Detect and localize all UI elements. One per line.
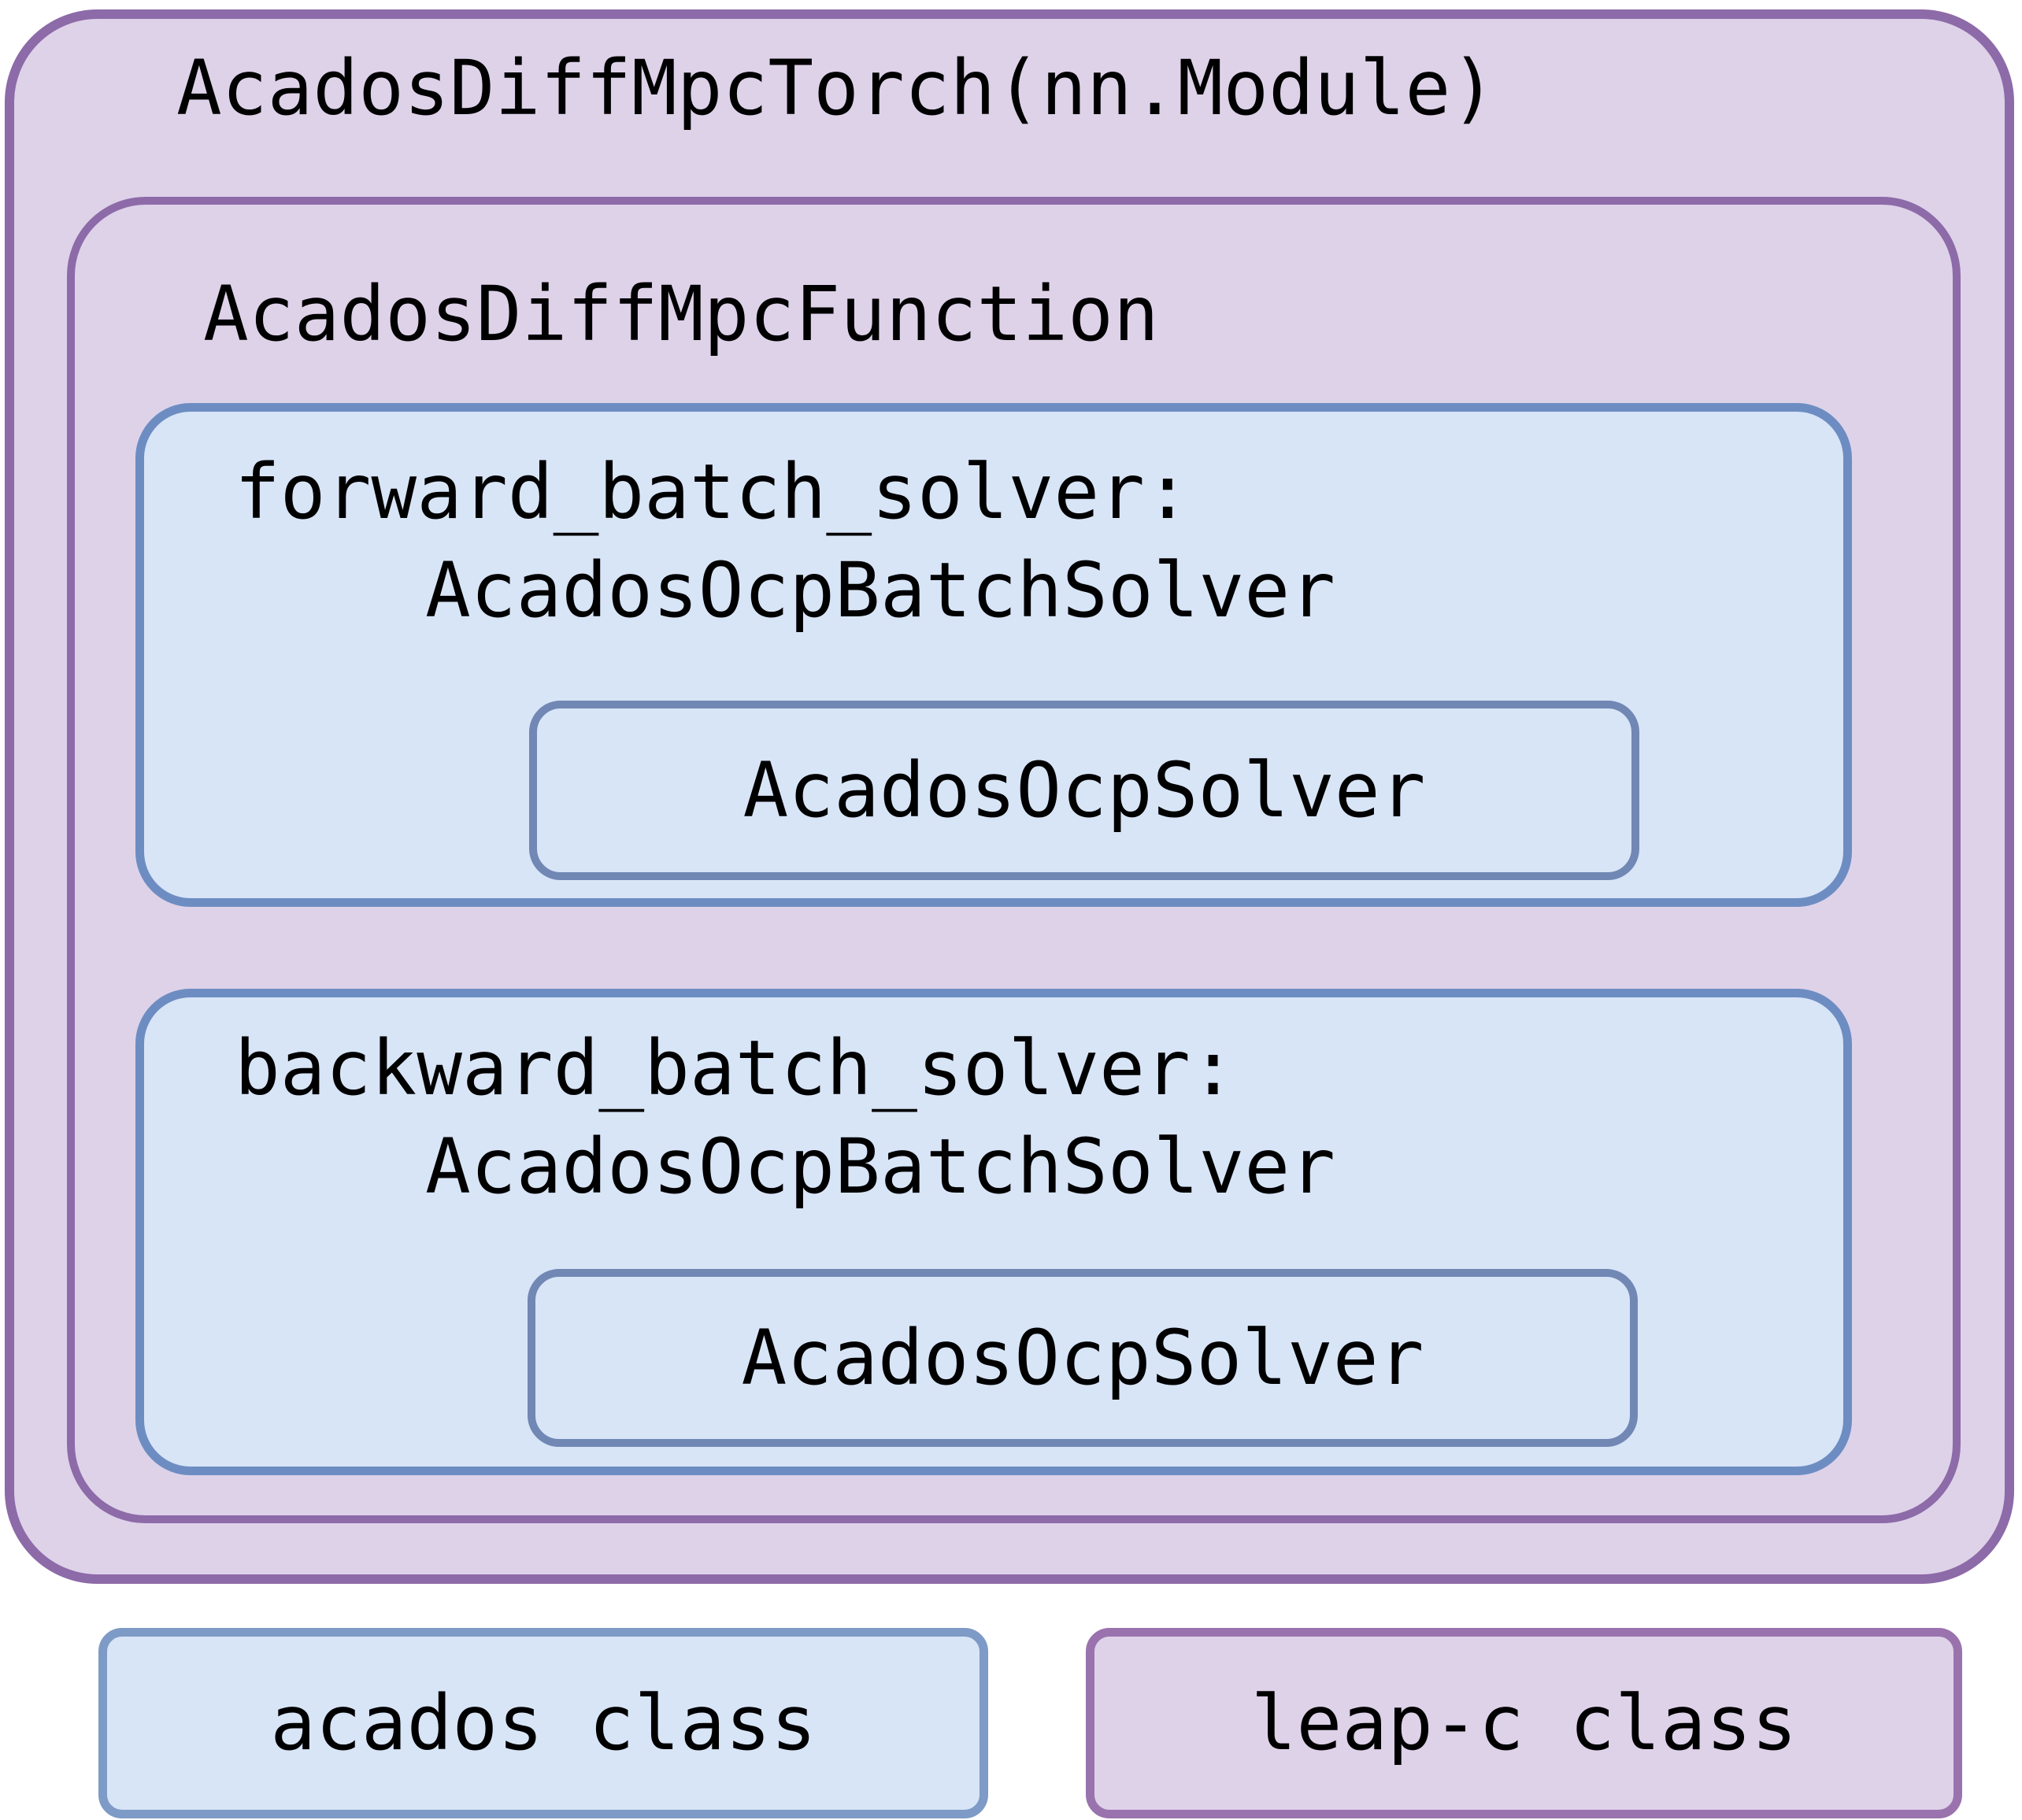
legend-acados-label: acados class	[270, 1679, 817, 1767]
forward-batch-solver-line1: forward_batch_solver:	[235, 448, 1191, 536]
legend-leapc-label: leap-c class	[1250, 1679, 1798, 1767]
function-title: AcadosDiffMpcFunction	[203, 270, 1159, 358]
torch-module-title: AcadosDiffMpcTorch(nn.Module)	[176, 44, 1497, 132]
backward-acados-ocp-solver-box: AcadosOcpSolver	[528, 1269, 1638, 1447]
legend-leapc-class: leap-c class	[1086, 1628, 1962, 1818]
backward-ocp-solver-label: AcadosOcpSolver	[741, 1314, 1424, 1402]
backward-batch-solver-line1: backward_batch_solver:	[235, 1024, 1236, 1112]
forward-ocp-solver-label: AcadosOcpSolver	[743, 746, 1426, 834]
forward-acados-ocp-solver-box: AcadosOcpSolver	[529, 701, 1639, 880]
backward-batch-solver-line2: AcadosOcpBatchSolver	[425, 1123, 1335, 1211]
forward-batch-solver-line2: AcadosOcpBatchSolver	[425, 546, 1335, 634]
legend-acados-class: acados class	[98, 1628, 988, 1818]
